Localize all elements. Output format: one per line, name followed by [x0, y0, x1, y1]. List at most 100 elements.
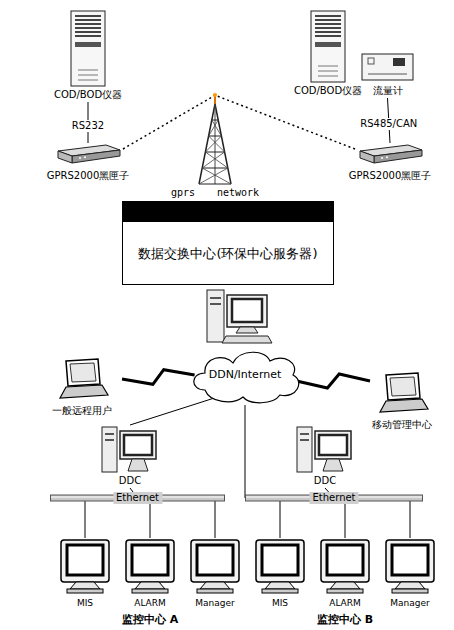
laptop-icon	[42, 358, 122, 404]
monitor-screen	[67, 545, 103, 575]
monitor-foot	[392, 589, 428, 593]
device-icon	[38, 143, 138, 169]
connector-line	[345, 501, 346, 538]
drive-slot	[300, 439, 309, 441]
instrument-stripe	[75, 15, 101, 17]
connector-line	[150, 501, 151, 538]
tower-brace	[202, 168, 228, 169]
monitor-screen	[232, 299, 262, 322]
server-icon	[48, 10, 128, 88]
instrument-node: COD/BOD仪器	[48, 10, 128, 102]
ethernet-bus: Ethernet	[245, 491, 423, 505]
monitor-frame	[227, 295, 267, 327]
instrument-stripe	[75, 35, 101, 37]
gprs-box: GPRS2000黑匣子	[38, 143, 138, 183]
instrument-panel	[75, 42, 101, 47]
monitor-base	[236, 327, 258, 333]
tower-leg	[199, 104, 215, 184]
tower-cross	[202, 168, 231, 184]
node-label: 数据交换中心(环保中心服务器)	[138, 246, 317, 262]
instrument-node: COD/BOD仪器	[288, 10, 368, 98]
monitor-icon	[188, 538, 242, 596]
tower-leg	[215, 104, 231, 184]
instrument-stripe	[75, 23, 101, 25]
node-label: 流量计	[373, 84, 403, 98]
monitor-frame	[321, 540, 369, 582]
monitor-icon	[318, 538, 372, 596]
drive-slot	[105, 439, 114, 441]
monitor-foot	[197, 589, 233, 593]
gprs-tower: gprs network	[160, 92, 270, 200]
monitor-screen	[124, 435, 152, 455]
monitor-stand	[330, 582, 360, 589]
box-led	[386, 156, 388, 158]
tower-brace	[212, 120, 218, 121]
flow-icon	[360, 50, 415, 84]
laptop-lid	[386, 373, 420, 400]
data-center-box: 数据交换中心(环保中心服务器)	[122, 201, 334, 285]
monitor-icon	[253, 538, 307, 596]
node-label: Ethernet	[113, 492, 162, 504]
tower-cross	[205, 136, 221, 152]
tower-cross	[199, 168, 228, 184]
node-label: 移动管理中心	[372, 418, 432, 432]
keyboard	[222, 336, 272, 343]
laptop-screen	[70, 363, 96, 382]
meter-case	[362, 54, 413, 80]
monitor-stand	[135, 582, 165, 589]
instrument-stripe	[75, 27, 101, 29]
drive-slot	[105, 433, 114, 435]
cpu-tower	[207, 290, 224, 342]
gprs-link	[215, 95, 355, 149]
flow-meter: 流量计	[360, 50, 415, 98]
node-label: ALARM	[134, 596, 166, 610]
instrument-panel	[315, 42, 341, 47]
laptop-screen	[390, 377, 416, 396]
laptop-base	[60, 385, 108, 398]
monitor-base	[323, 459, 343, 471]
instrument-stripe	[315, 23, 341, 25]
monitor-screen	[197, 545, 233, 575]
node-label: gprs network	[171, 186, 259, 200]
connector-line	[130, 398, 215, 425]
node-label: COD/BOD仪器	[294, 84, 362, 98]
box-side	[360, 151, 374, 163]
monitor-frame	[61, 540, 109, 582]
edge-label: RS232	[70, 120, 106, 132]
box-side	[58, 151, 72, 163]
instrument-stripe	[315, 27, 341, 29]
tower-cross	[205, 152, 227, 168]
instrument-stripe	[315, 35, 341, 37]
instrument-stripe	[75, 31, 101, 33]
node-label: GPRS2000黑匣子	[349, 169, 432, 183]
monitor-base	[128, 459, 148, 471]
connector-line	[410, 501, 411, 538]
server-computer	[207, 290, 272, 343]
node-label: GPRS2000黑匣子	[47, 169, 130, 183]
monitor-frame	[120, 431, 156, 459]
monitor-stand	[395, 582, 425, 589]
node-label: Manager	[390, 596, 429, 610]
node-label: Manager	[195, 596, 234, 610]
monitor-foot	[327, 589, 363, 593]
alarm-monitor: ALARM	[318, 538, 372, 610]
cpu-tower	[297, 427, 312, 472]
antenna	[214, 94, 216, 104]
computer-icon	[293, 425, 357, 474]
box-led	[381, 157, 383, 159]
antenna-tip	[213, 93, 217, 97]
instrument-slot	[78, 70, 98, 71]
monitor-icon	[123, 538, 177, 596]
laptop-icon	[362, 372, 442, 418]
monitor-stand	[265, 582, 295, 589]
drive-slot	[300, 433, 309, 435]
cpu-tower	[102, 427, 117, 472]
laptop-base	[380, 399, 428, 412]
tower-cross	[209, 136, 225, 152]
monitor-foot	[262, 589, 298, 593]
instrument-slot	[318, 76, 338, 77]
node-label: DDC	[119, 474, 141, 488]
instrument-stripe	[315, 31, 341, 33]
